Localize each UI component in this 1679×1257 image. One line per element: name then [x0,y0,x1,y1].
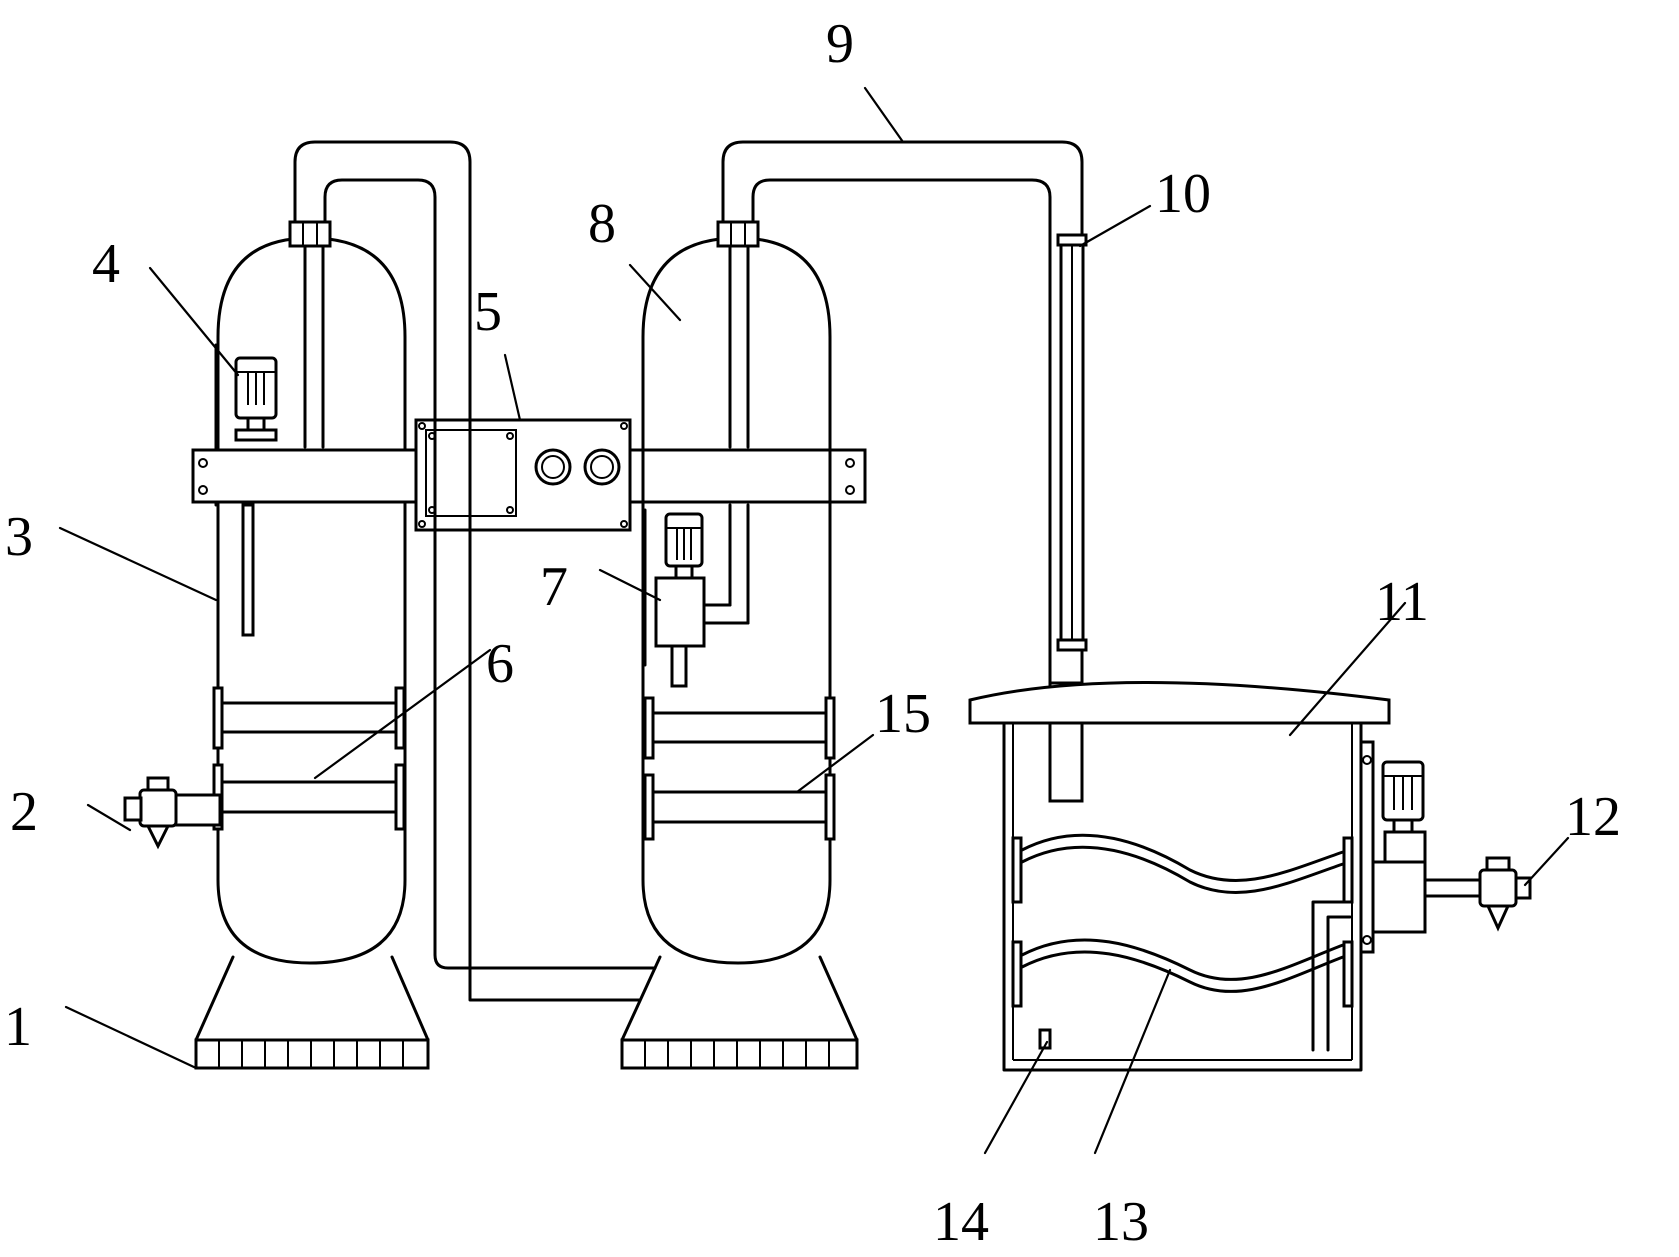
label-8: 8 [588,193,616,255]
right-tank [968,681,1532,1072]
leader-lines [58,86,1570,1155]
label-10: 10 [1155,163,1211,225]
label-14: 14 [933,1191,989,1253]
left-tank [123,220,430,1070]
bottom-sensor [1038,1028,1052,1050]
left-mid-connectors [212,686,406,831]
connecting-pipe-left-middle [293,140,657,1002]
right-tank-lid [968,681,1391,725]
middle-tank-base-grid [620,1038,859,1070]
label-13: 13 [1093,1191,1149,1253]
control-knob-icon [583,448,621,486]
middle-mid-connectors [643,696,836,841]
label-6: 6 [486,633,514,695]
label-12: 12 [1565,786,1621,848]
left-dip-rod [241,503,255,637]
label-3: 3 [5,506,33,568]
left-motor [234,356,278,442]
label-2: 2 [10,781,38,843]
control-box [414,418,632,532]
sight-gauge [1056,233,1088,652]
left-tank-top-nut [288,220,332,248]
middle-tank [620,220,859,1070]
reference-numbers: 1 2 3 4 5 6 7 8 9 10 11 12 13 14 15 [4,13,1621,1253]
control-knob-icon [534,448,572,486]
label-5: 5 [474,281,502,343]
left-outlet-valve [123,776,222,850]
label-11: 11 [1375,571,1429,633]
label-9: 9 [826,13,854,75]
right-motor-pump [1359,740,1532,954]
label-1: 1 [4,996,32,1058]
middle-motor [654,512,706,688]
middle-base-ticks [644,1040,830,1068]
left-base-ticks [218,1040,404,1068]
label-15: 15 [875,683,931,745]
label-4: 4 [92,233,120,295]
middle-tank-top-nut [716,220,760,248]
label-7: 7 [540,556,568,618]
filter-membranes [1011,833,1354,1008]
